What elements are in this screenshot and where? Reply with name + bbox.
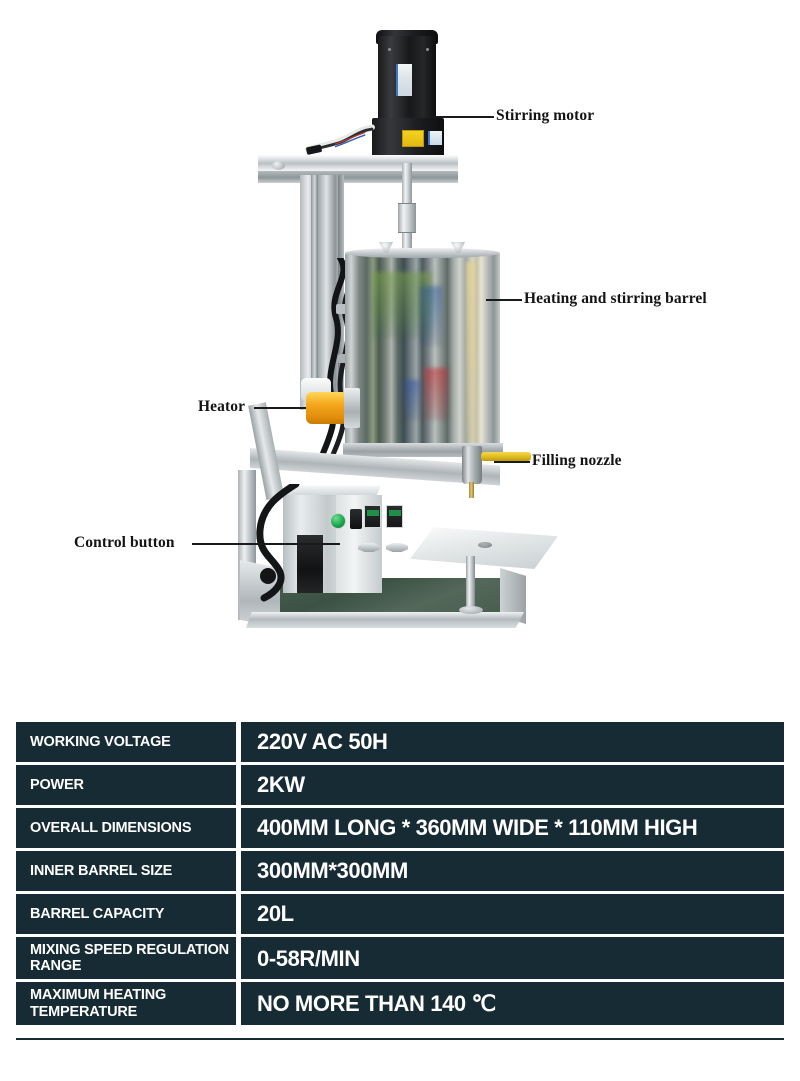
leader-line-filling-nozzle: [494, 461, 530, 463]
spec-label: POWER: [16, 765, 236, 805]
spec-value: 300MM*300MM: [241, 851, 784, 891]
spec-value: 20L: [241, 894, 784, 934]
product-photo: Stirring motor Heating and stirring barr…: [74, 30, 707, 628]
speed-display: [386, 505, 403, 528]
barrel-reflection-blue-2: [404, 380, 420, 420]
spec-label: WORKING VOLTAGE: [16, 722, 236, 762]
cell-divider: [236, 722, 241, 762]
spec-value: NO MORE THAN 140 ℃: [241, 982, 784, 1025]
spec-value: 0-58R/MIN: [241, 937, 784, 980]
leader-line-control-button: [192, 543, 340, 545]
support-table-foot: [459, 606, 483, 614]
control-cable-loop: [256, 484, 300, 602]
shaft-coupling: [398, 203, 416, 233]
table-row: WORKING VOLTAGE 220V AC 50H: [16, 722, 784, 762]
filling-nozzle-tip: [469, 482, 474, 498]
table-row: INNER BARREL SIZE 300MM*300MM: [16, 851, 784, 891]
bottle-support-table: [410, 527, 558, 569]
mode-switch[interactable]: [350, 509, 362, 529]
control-box-side-panel: [297, 535, 323, 593]
heater-element: [306, 392, 348, 424]
valve-knob-right[interactable]: [386, 543, 408, 552]
spec-value: 220V AC 50H: [241, 722, 784, 762]
callout-heating-and-stirring-barrel: Heating and stirring barrel: [524, 290, 707, 307]
column-edge: [338, 175, 344, 420]
callout-filling-nozzle: Filling nozzle: [532, 452, 622, 469]
motor-nameplate: [396, 64, 412, 96]
table-row: POWER 2KW: [16, 765, 784, 805]
leader-line-heator: [254, 407, 306, 409]
power-button[interactable]: [330, 513, 346, 529]
top-beam-face: [258, 171, 458, 183]
cell-divider: [236, 982, 241, 1025]
table-row: MAXIMUM HEATING TEMPERATURE NO MORE THAN…: [16, 982, 784, 1025]
cell-divider: [236, 851, 241, 891]
leader-line-barrel: [486, 299, 522, 301]
cell-divider: [236, 765, 241, 805]
valve-knob-left[interactable]: [358, 543, 380, 552]
barrel-reflection-highlight: [466, 262, 475, 442]
barrel-reflection-blue: [420, 286, 442, 346]
table-row: OVERALL DIMENSIONS 400MM LONG * 360MM WI…: [16, 808, 784, 848]
beam-bolt: [272, 161, 285, 170]
display-segment: [367, 510, 379, 516]
column-rail: [311, 175, 318, 410]
spec-label: INNER BARREL SIZE: [16, 851, 236, 891]
cell-divider: [236, 808, 241, 848]
spec-label: MAXIMUM HEATING TEMPERATURE: [16, 982, 236, 1025]
filling-nozzle-body: [462, 446, 482, 484]
support-table-post: [466, 556, 475, 612]
machine-illustration: [238, 30, 558, 628]
barrel-reflection-red: [424, 368, 448, 420]
support-table-hole: [478, 542, 492, 548]
spec-value: 2KW: [241, 765, 784, 805]
callout-stirring-motor: Stirring motor: [496, 107, 595, 124]
heater-flange: [344, 388, 360, 428]
cell-divider: [236, 937, 241, 980]
spec-label: BARREL CAPACITY: [16, 894, 236, 934]
table-row: MIXING SPEED REGULATION RANGE 0-58R/MIN: [16, 937, 784, 980]
filling-nozzle-lever: [481, 452, 531, 461]
callout-heator: Heator: [198, 398, 246, 415]
table-row: BARREL CAPACITY 20L: [16, 894, 784, 934]
motor-screw-left: [388, 48, 391, 51]
callout-control-button: Control button: [74, 534, 175, 551]
barrel-lid: [345, 248, 500, 258]
temperature-display: [364, 505, 381, 528]
motor-screw-right: [426, 48, 429, 51]
motor-wiring-harness: [305, 124, 375, 155]
table-bottom-border: [16, 1038, 784, 1040]
gearbox-warning-label: [402, 130, 424, 147]
barrel-lid-knob-left: [379, 242, 393, 253]
cell-divider: [236, 894, 241, 934]
spec-label: MIXING SPEED REGULATION RANGE: [16, 937, 236, 980]
spec-value: 400MM LONG * 360MM WIDE * 110MM HIGH: [241, 808, 784, 848]
barrel-lid-knob-right: [451, 242, 465, 253]
display-segment: [389, 510, 401, 516]
specification-table: WORKING VOLTAGE 220V AC 50H POWER 2KW OV…: [16, 722, 784, 1028]
spec-label: OVERALL DIMENSIONS: [16, 808, 236, 848]
base-tray-rim-front: [246, 612, 524, 628]
gearbox-spec-label: [428, 131, 442, 145]
leader-line-stirring-motor: [434, 116, 494, 118]
